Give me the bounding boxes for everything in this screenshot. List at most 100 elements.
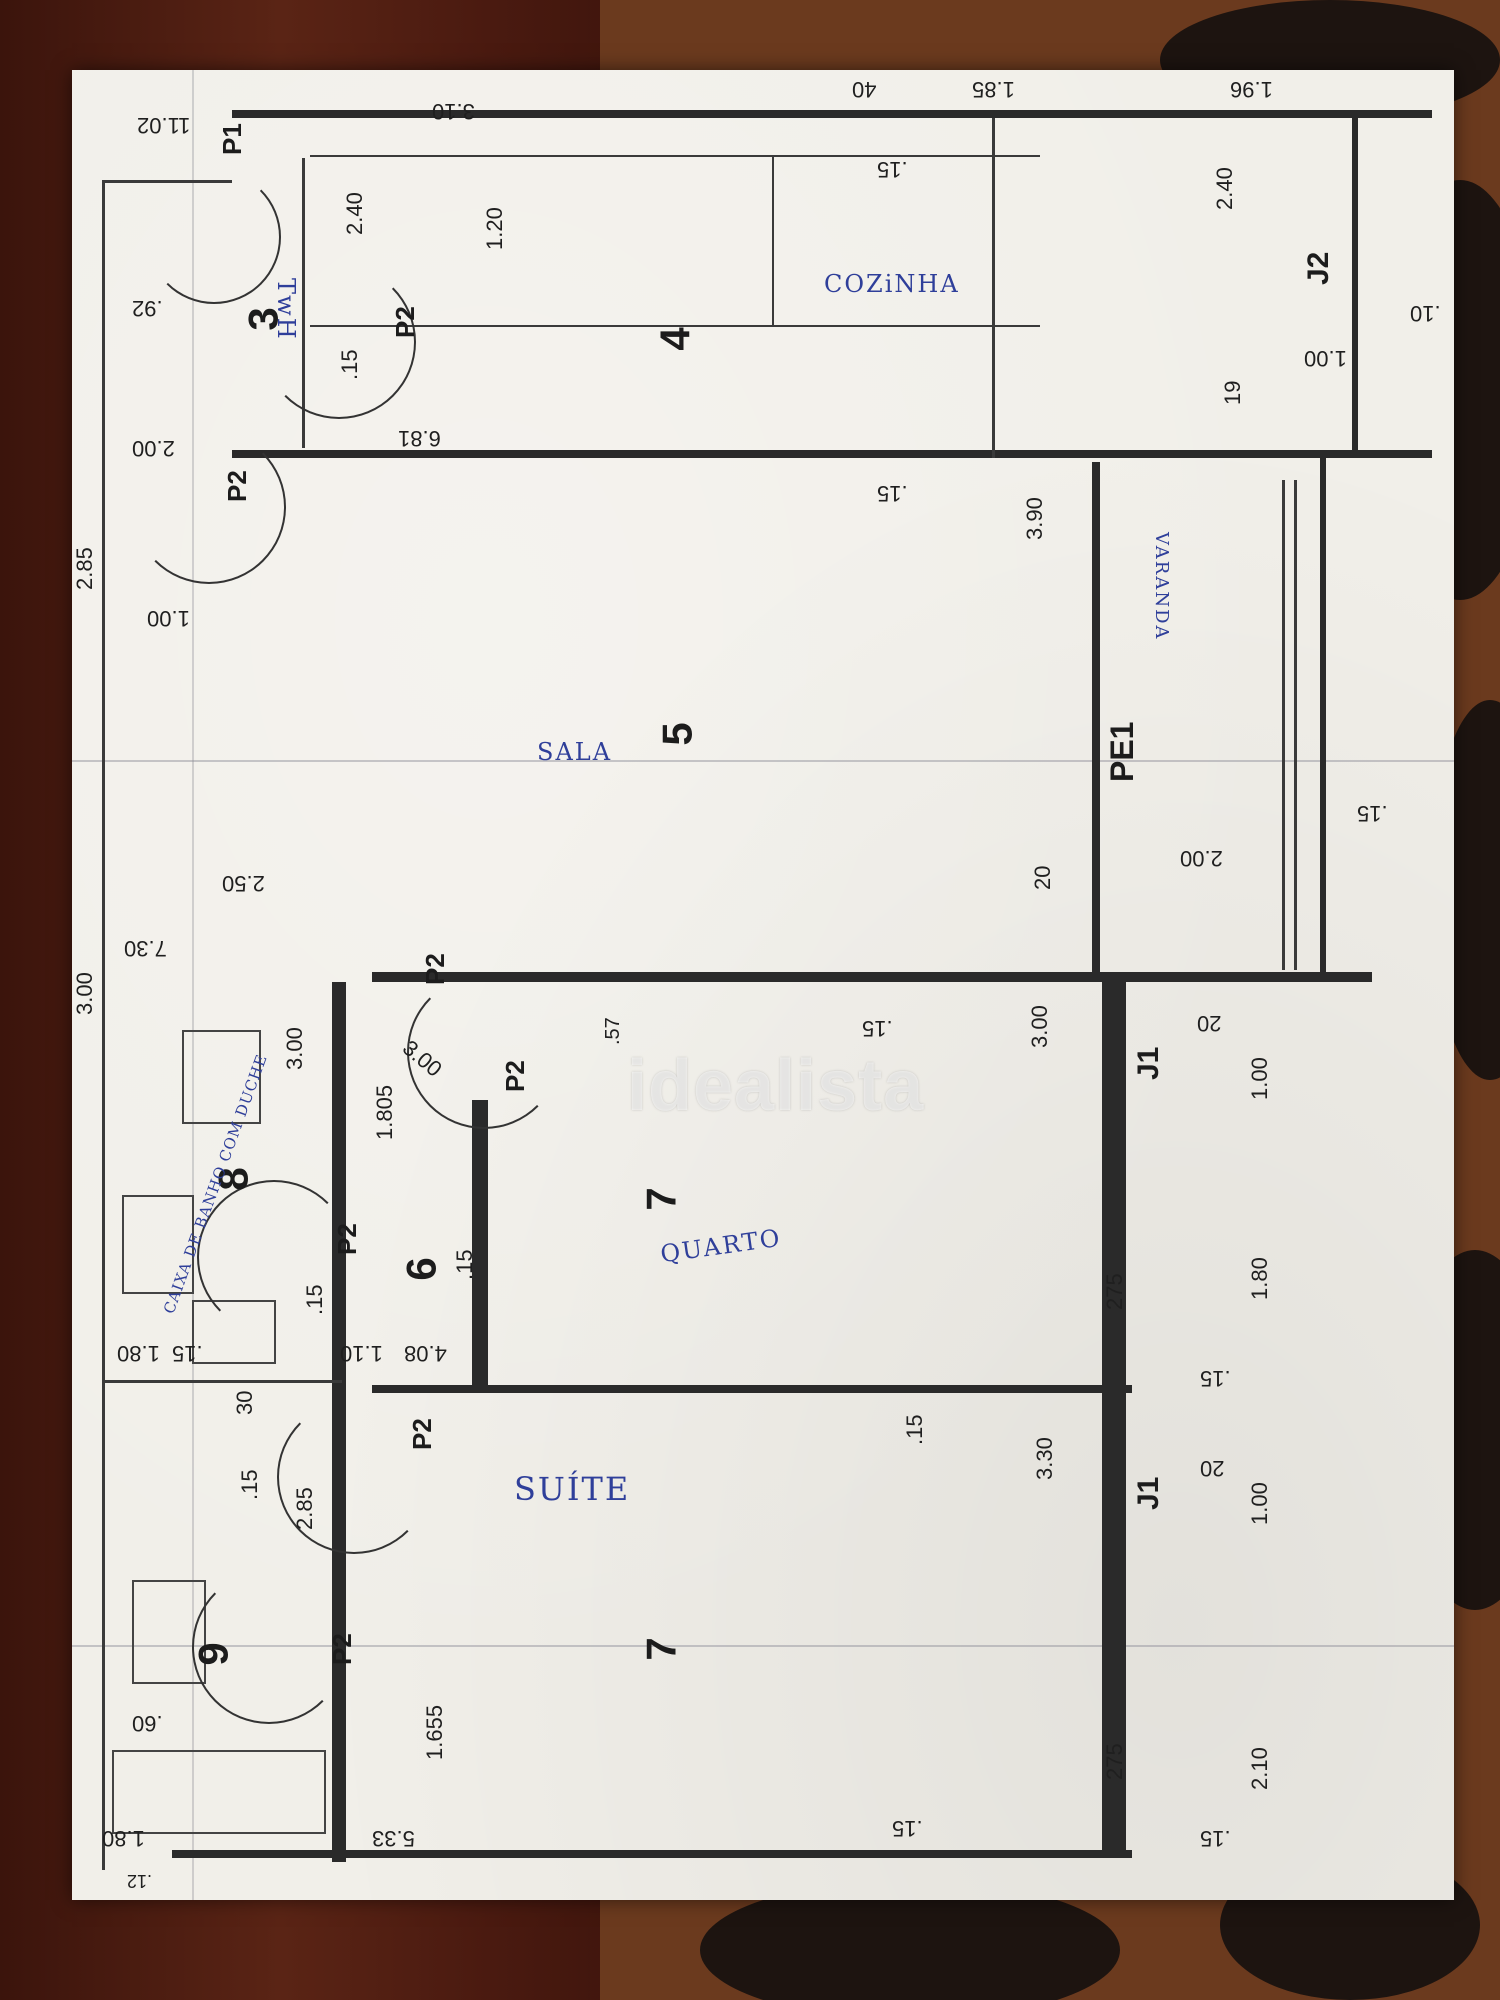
varanda-rail (1294, 480, 1297, 970)
dim-text: 3.10 (432, 99, 475, 124)
label-varanda: VARANDA (1151, 532, 1172, 641)
dim-text: .12 (127, 1871, 153, 1891)
label-wc: TwH (272, 278, 300, 341)
dim-text: 2.00 (132, 436, 175, 461)
dim-text: 2.85 (292, 1487, 317, 1530)
wall-sala-quarto (372, 972, 1372, 982)
dim-text: .15 (172, 1341, 203, 1366)
dim-text: .60 (132, 1711, 163, 1736)
door-swing (147, 170, 281, 304)
dim-text: 2.40 (342, 192, 367, 235)
dim-text: 3.30 (1032, 1437, 1057, 1480)
room-number-4: 4 (651, 327, 699, 351)
dim-text: 2.50 (222, 871, 265, 896)
door-swing (192, 1570, 346, 1724)
wall-entrance (102, 180, 232, 183)
room-number-6: 6 (397, 1257, 445, 1281)
dim-text: 2.00 (1180, 846, 1223, 871)
wall-kitchen-outer (1352, 118, 1358, 458)
wall-bottom (172, 1850, 1132, 1858)
room-number-7: 7 (637, 1187, 685, 1211)
dim-text: 5.33 (372, 1826, 415, 1851)
paper-fold (192, 70, 194, 1900)
toilet (122, 1195, 194, 1294)
dim-text: 30 (232, 1390, 257, 1415)
wall-kitchen-sala (232, 450, 1432, 458)
label-j1: J1 (1132, 1476, 1165, 1510)
dim-text: .15 (892, 1816, 923, 1841)
dim-text: 2.40 (1212, 167, 1237, 210)
dim-text: 40 (852, 77, 877, 102)
label-j2: J2 (1302, 251, 1335, 285)
dim-text: .15 (877, 157, 908, 182)
dim-text: 275 (1102, 1743, 1127, 1780)
label-p2: P2 (327, 1633, 357, 1665)
wall-quarto-suite (372, 1385, 1132, 1393)
dim-text: 1.00 (1304, 346, 1347, 371)
label-sala: SALA (537, 738, 613, 766)
dim-text: 3.00 (1027, 1005, 1052, 1048)
dim-text: 1.00 (1247, 1482, 1272, 1525)
wall-left (102, 180, 105, 1870)
label-pe1: PE1 (1104, 721, 1140, 782)
dim-text: 4.08 (404, 1341, 447, 1366)
dim-text: 2.10 (1247, 1747, 1272, 1790)
counter (772, 155, 774, 325)
label-p2: P2 (332, 1223, 362, 1255)
dim-text: .15 (237, 1469, 262, 1500)
room-number-7: 7 (637, 1637, 685, 1661)
dim-text: 20 (1197, 1011, 1222, 1036)
wall-varanda-outer (1320, 458, 1326, 974)
dim-text: 3.90 (1022, 497, 1047, 540)
dim-text: 20 (1030, 865, 1055, 890)
dim-text: .15 (452, 1249, 477, 1280)
dim-text: .15 (902, 1414, 927, 1445)
label-suite: SUÍTE (514, 1470, 631, 1508)
dim-text: .15 (1200, 1366, 1231, 1391)
dim-text: 1.80 (102, 1826, 145, 1851)
dim-text: 1.00 (1247, 1057, 1272, 1100)
dim-text: 3.00 (72, 972, 97, 1015)
door-swing (197, 1180, 351, 1334)
dim-text: 1.85 (972, 77, 1015, 102)
floor-plan-sheet: 3 4 5 6 7 7 8 9 P1 P2 P2 P2 P2 P2 P2 P2 … (72, 70, 1454, 1900)
wall-top (232, 110, 1432, 118)
varanda-rail (1282, 480, 1285, 970)
shower-tray (182, 1030, 261, 1124)
counter (310, 155, 1040, 157)
wall-corridor-quarto (472, 1100, 488, 1390)
door-swing (262, 265, 416, 419)
wall-quarto-outer (1102, 982, 1126, 1392)
dim-text: 6.81 (398, 426, 441, 451)
dim-text: 1.655 (422, 1704, 447, 1760)
wall-varanda-door (1092, 462, 1100, 972)
dim-text: .15 (1357, 801, 1388, 826)
label-p2: P2 (500, 1060, 530, 1092)
dim-text: .57 (602, 1017, 624, 1045)
dim-text: 3.00 (282, 1027, 307, 1070)
door-swing (132, 430, 286, 584)
label-p2: P2 (222, 470, 252, 502)
room-number-5: 5 (653, 722, 701, 746)
wall-bath-divider (102, 1380, 342, 1383)
door-swing (407, 975, 561, 1129)
label-p2: P2 (407, 1418, 437, 1450)
dim-text: 1.10 (340, 1341, 383, 1366)
wall-kitchen-window (992, 118, 995, 458)
label-j1: J1 (1132, 1046, 1165, 1080)
dim-text: 1.20 (482, 207, 507, 250)
dim-text: .15 (302, 1284, 327, 1315)
label-p2: P2 (390, 306, 420, 338)
dim-text: .15 (1200, 1826, 1231, 1851)
dim-text: .15 (862, 1016, 893, 1041)
label-p2: P2 (420, 953, 450, 985)
dim-text: 1.80 (117, 1341, 160, 1366)
dim-text: 2.85 (72, 547, 97, 590)
dim-text: 11.02 (137, 113, 191, 138)
paper-fold (72, 1645, 1454, 1647)
dim-text: 19 (1220, 380, 1245, 405)
wall-suite-outer (1102, 1393, 1126, 1853)
dim-text: 1.96 (1230, 77, 1273, 102)
dim-text: 7.30 (124, 936, 167, 961)
dim-text: .15 (877, 481, 908, 506)
